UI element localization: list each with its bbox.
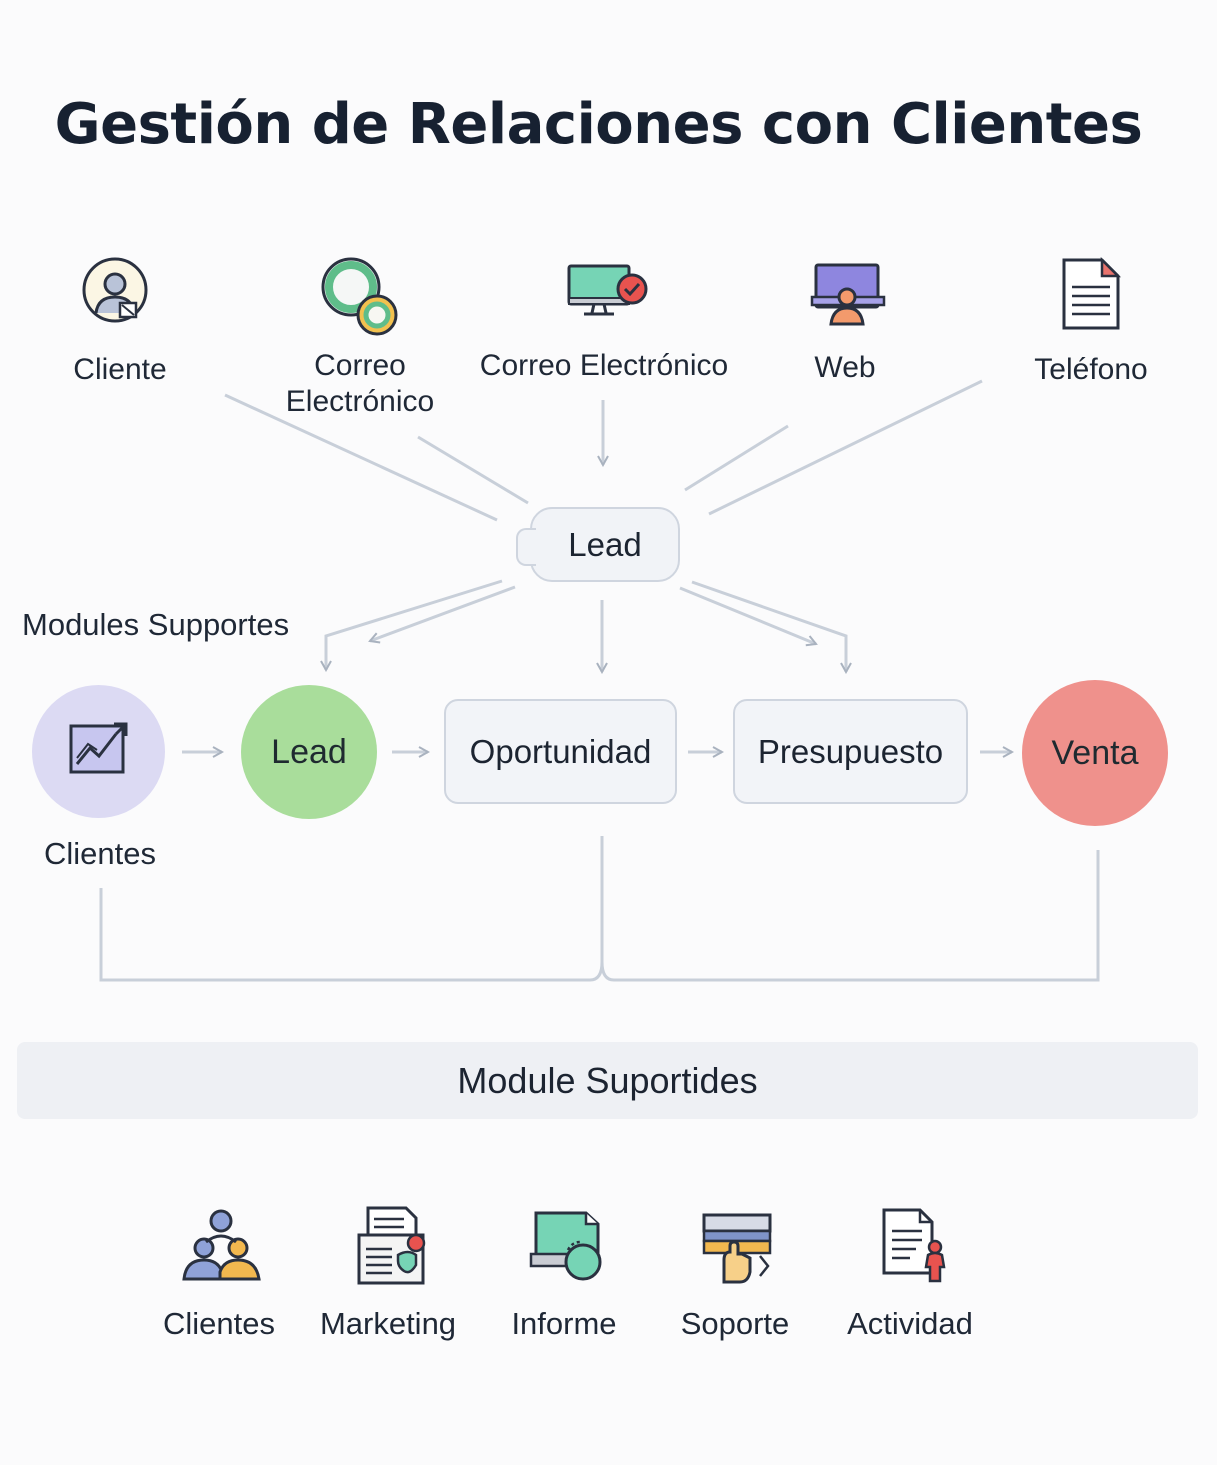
section-label: Modules Supportes: [22, 607, 290, 642]
line-web: [684, 424, 789, 492]
line-correo: [417, 435, 529, 505]
pipeline-oportunidad-label: Oportunidad: [469, 732, 652, 770]
modules-banner: Module Suportides: [17, 1042, 1198, 1119]
module-label-soporte: Soporte: [680, 1306, 790, 1341]
marketing-doc-icon: [356, 1205, 428, 1290]
pipeline-lead-node[interactable]: Lead: [241, 685, 377, 819]
pipeline-lead-label: Lead: [271, 732, 347, 771]
monitor-check-icon: [566, 262, 652, 325]
channel-label-correo-electronico: Correo Electrónico: [479, 349, 729, 382]
report-icon: [528, 1210, 604, 1287]
pipeline-venta-label: Venta: [1051, 733, 1139, 772]
modules-banner-label: Module Suportides: [457, 1059, 758, 1101]
channel-label-correo: Correo Electrónico: [285, 349, 435, 418]
line-cliente: [224, 393, 498, 522]
support-hand-icon: [700, 1212, 774, 1289]
pipeline-presupuesto-label: Presupuesto: [757, 732, 944, 770]
pipeline-clientes-caption: Clientes: [44, 836, 156, 871]
pipeline-oportunidad-node[interactable]: Oportunidad: [444, 699, 677, 804]
line-telefono: [708, 379, 983, 516]
user-icon: [80, 255, 150, 332]
pipeline-venta-node[interactable]: Venta: [1022, 680, 1168, 826]
channel-label-web: Web: [814, 351, 876, 384]
module-label-informe: Informe: [511, 1306, 617, 1341]
arrow-to-presupuesto: [691, 580, 846, 672]
lead-hub-tab: [516, 528, 536, 566]
module-label-marketing: Marketing: [319, 1306, 457, 1341]
users-group-icon: [182, 1208, 262, 1287]
lead-hub[interactable]: Lead: [530, 507, 680, 582]
lead-hub-label: Lead: [568, 525, 642, 563]
activity-doc-icon: [880, 1207, 950, 1288]
pipeline-clientes-node[interactable]: [32, 685, 165, 818]
module-label-actividad: Actividad: [847, 1306, 973, 1341]
pipeline-presupuesto-node[interactable]: Presupuesto: [733, 699, 968, 804]
chart-icon: [68, 718, 130, 785]
arrow-to-lead: [326, 579, 503, 670]
channel-label-telefono: Teléfono: [1034, 353, 1148, 386]
bracket-line: [99, 836, 1100, 982]
channel-label-cliente: Cliente: [73, 353, 167, 386]
web-user-icon: [810, 262, 886, 333]
module-label-clientes: Clientes: [163, 1306, 275, 1341]
email-rings-icon: [318, 254, 402, 343]
arrow-to-lead-2: [370, 585, 516, 641]
document-icon: [1060, 256, 1122, 336]
page-title: Gestión de Relaciones con Clientes: [54, 92, 1143, 157]
arrow-to-presupuesto-2: [679, 586, 816, 644]
